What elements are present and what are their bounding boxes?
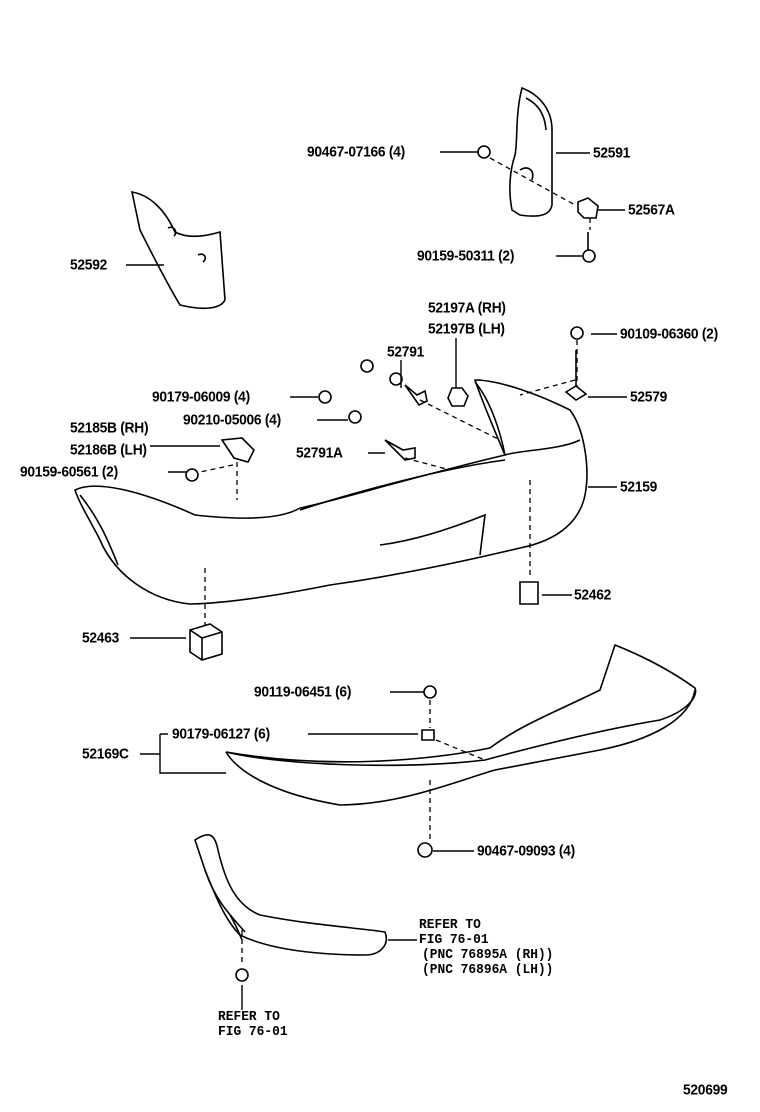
label-90179-06009: 90179-06009 (4) xyxy=(152,388,250,406)
bolt-90119-06451 xyxy=(423,685,437,699)
pad-52462 xyxy=(519,581,539,605)
label-90467-09093: 90467-09093 (4) xyxy=(477,842,575,860)
label-90159-50311: 90159-50311 (2) xyxy=(417,247,515,265)
nut-90210-05006 xyxy=(348,410,362,424)
bolt-90159-50311 xyxy=(582,232,596,263)
bracket-52185b xyxy=(220,437,255,463)
label-52592: 52592 xyxy=(70,256,108,274)
bumper-cover xyxy=(74,379,588,605)
refer-right-line-3: (PNC 76895A (RH)) xyxy=(422,947,554,963)
label-52169c: 52169C xyxy=(82,745,129,763)
label-52197a: 52197A (RH) xyxy=(428,299,506,317)
nut-1 xyxy=(360,359,374,373)
refer-right-line-4: (PNC 76896A (LH)) xyxy=(422,962,554,978)
label-90467-07166: 90467-07166 (4) xyxy=(307,143,405,161)
clip-90467-09093 xyxy=(417,842,433,858)
retainer-52791a xyxy=(384,439,416,461)
label-52462: 52462 xyxy=(574,586,612,604)
mudguard-lh xyxy=(130,191,226,310)
label-52159: 52159 xyxy=(620,478,658,496)
side-molding xyxy=(194,834,387,956)
clip-52567a xyxy=(577,197,599,219)
refer-bottom-line-1: REFER TO xyxy=(218,1009,280,1025)
label-52791: 52791 xyxy=(387,343,425,361)
label-90210-05006: 90210-05006 (4) xyxy=(183,411,281,429)
lower-spoiler xyxy=(225,643,697,767)
label-52791a: 52791A xyxy=(296,444,343,462)
diagram-id: 520699 xyxy=(683,1081,728,1099)
screw-90159-60561 xyxy=(185,468,199,482)
label-52463: 52463 xyxy=(82,629,120,647)
label-52186b: 52186B (LH) xyxy=(70,441,147,459)
bolt-90109-06360 xyxy=(570,326,584,340)
label-90119-06451: 90119-06451 (6) xyxy=(254,683,352,701)
label-52579: 52579 xyxy=(630,388,668,406)
nut-90179-06009 xyxy=(318,390,332,404)
mudguard-rh xyxy=(509,86,553,217)
label-52197b: 52197B (LH) xyxy=(428,320,505,338)
refer-bottom-line-2: FIG 76-01 xyxy=(218,1024,288,1040)
pad-52463 xyxy=(189,623,223,661)
screw-90467-07166 xyxy=(477,145,491,159)
label-90179-06127: 90179-06127 (6) xyxy=(172,725,270,743)
bolt-side-molding xyxy=(235,968,249,982)
bracket-52579 xyxy=(564,350,588,401)
nut-2 xyxy=(389,372,403,386)
label-52185b: 52185B (RH) xyxy=(70,419,149,437)
label-90159-60561: 90159-60561 (2) xyxy=(20,463,118,481)
refer-right-line-2: FIG 76-01 xyxy=(419,932,489,948)
retainer-52791 xyxy=(404,384,428,407)
label-90109-06360: 90109-06360 (2) xyxy=(620,325,718,343)
label-52591: 52591 xyxy=(593,144,631,162)
clip-90179-06127 xyxy=(421,729,435,741)
retainer-52197 xyxy=(447,387,469,407)
label-52567a: 52567A xyxy=(628,201,675,219)
refer-right-line-1: REFER TO xyxy=(419,917,481,933)
